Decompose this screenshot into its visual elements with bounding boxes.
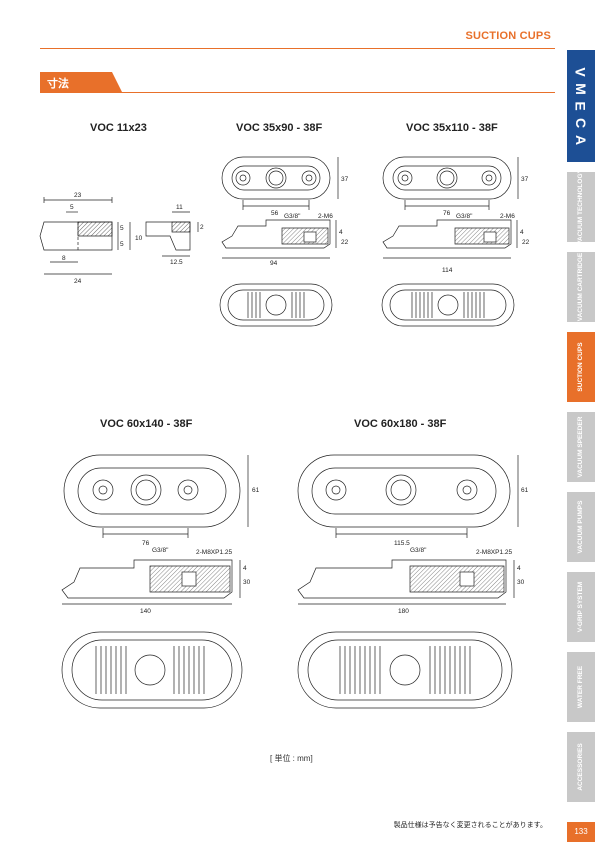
dim-m1-d: 8 <box>62 255 66 262</box>
dim-m1-e: 11 <box>176 204 183 211</box>
header-category: SUCTION CUPS <box>465 30 551 42</box>
dim-m2-h1: 4 <box>339 229 343 236</box>
header-rule <box>40 48 555 49</box>
dim-m2-length: 94 <box>270 260 278 267</box>
model-title-voc-35x90: VOC 35x90 - 38F <box>236 122 323 134</box>
side-tab-vacuum-speeder[interactable]: VACUUM SPEEDER <box>567 412 595 482</box>
dim-m4-length: 140 <box>140 608 151 615</box>
dim-m3-h1: 4 <box>520 229 524 236</box>
dim-m5-pitch: 115.5 <box>394 540 410 547</box>
dim-m2-h2: 22 <box>341 239 349 246</box>
dim-m1-h: 10 <box>135 235 143 242</box>
dim-m5-thread1: G3/8" <box>410 547 427 554</box>
dim-m4-height: 61 <box>252 487 260 494</box>
dim-m4-h1: 4 <box>243 565 247 572</box>
side-tab-v-grip-system[interactable]: V-GRIP SYSTEM <box>567 572 595 642</box>
page-number: 133 <box>567 822 595 842</box>
dim-m5-length: 180 <box>398 608 409 615</box>
dim-m3-h2: 22 <box>522 239 530 246</box>
footnote: 製品仕様は予告なく変更されることがあります。 <box>393 822 547 829</box>
dim-m5-thread2: 2-M8XP1.25 <box>476 549 513 556</box>
dim-m5-h2: 30 <box>517 579 525 586</box>
dim-m1-width: 23 <box>74 192 82 199</box>
model-title-voc-60x180: VOC 60x180 - 38F <box>354 418 447 430</box>
dim-m5-h1: 4 <box>517 565 521 572</box>
model-title-voc-60x140: VOC 60x140 - 38F <box>100 418 193 430</box>
dim-m2-height: 37 <box>341 176 349 183</box>
dim-m4-h2: 30 <box>243 579 251 586</box>
side-tab-water-free[interactable]: WATER FREE <box>567 652 595 722</box>
dim-m1-c: 5 <box>120 241 124 248</box>
model-title-voc-35x110: VOC 35x110 - 38F <box>406 122 498 134</box>
dim-m3-pitch: 76 <box>443 210 451 217</box>
dim-m3-thread1: G3/8" <box>456 213 473 220</box>
dim-m4-thread1: G3/8" <box>152 547 169 554</box>
dim-m2-pitch: 56 <box>271 210 279 217</box>
section-tab: 寸法 <box>40 72 122 92</box>
dim-m1-b: 5 <box>120 225 124 232</box>
dim-m5-height: 61 <box>521 487 529 494</box>
dim-m1-f: 2 <box>200 224 204 231</box>
section-rule <box>40 92 555 93</box>
brand-logo: V M E C A <box>567 50 595 162</box>
dim-m4-thread2: 2-M8XP1.25 <box>196 549 233 556</box>
dim-m4-pitch: 76 <box>142 540 150 547</box>
dim-m1-length: 24 <box>74 278 82 285</box>
dim-m1-a: 5 <box>70 204 74 211</box>
dim-m3-height: 37 <box>521 176 529 183</box>
side-tab-vacuum-pumps[interactable]: VACUUM PUMPS <box>567 492 595 562</box>
dim-m1-g: 12.5 <box>170 259 183 266</box>
side-tab-vacuum-cartridge[interactable]: VACUUM CARTRIDGE <box>567 252 595 322</box>
side-tab-suction-cups[interactable]: SUCTION CUPS <box>567 332 595 402</box>
model-title-voc-11x23: VOC 11x23 <box>90 122 147 134</box>
side-tab-accessories[interactable]: ACCESSORIES <box>567 732 595 802</box>
dim-m3-thread2: 2-M6 <box>500 213 515 220</box>
dim-m2-thread1: G3/8" <box>284 213 301 220</box>
section-title: 寸法 <box>47 78 69 90</box>
dim-m3-length: 114 <box>442 267 453 274</box>
unit-note: [ 単位 : mm] <box>270 754 313 763</box>
dim-m2-thread2: 2-M6 <box>318 213 333 220</box>
side-tab-vacuum-technology[interactable]: VACUUM TECHNOLOGY <box>567 169 595 245</box>
